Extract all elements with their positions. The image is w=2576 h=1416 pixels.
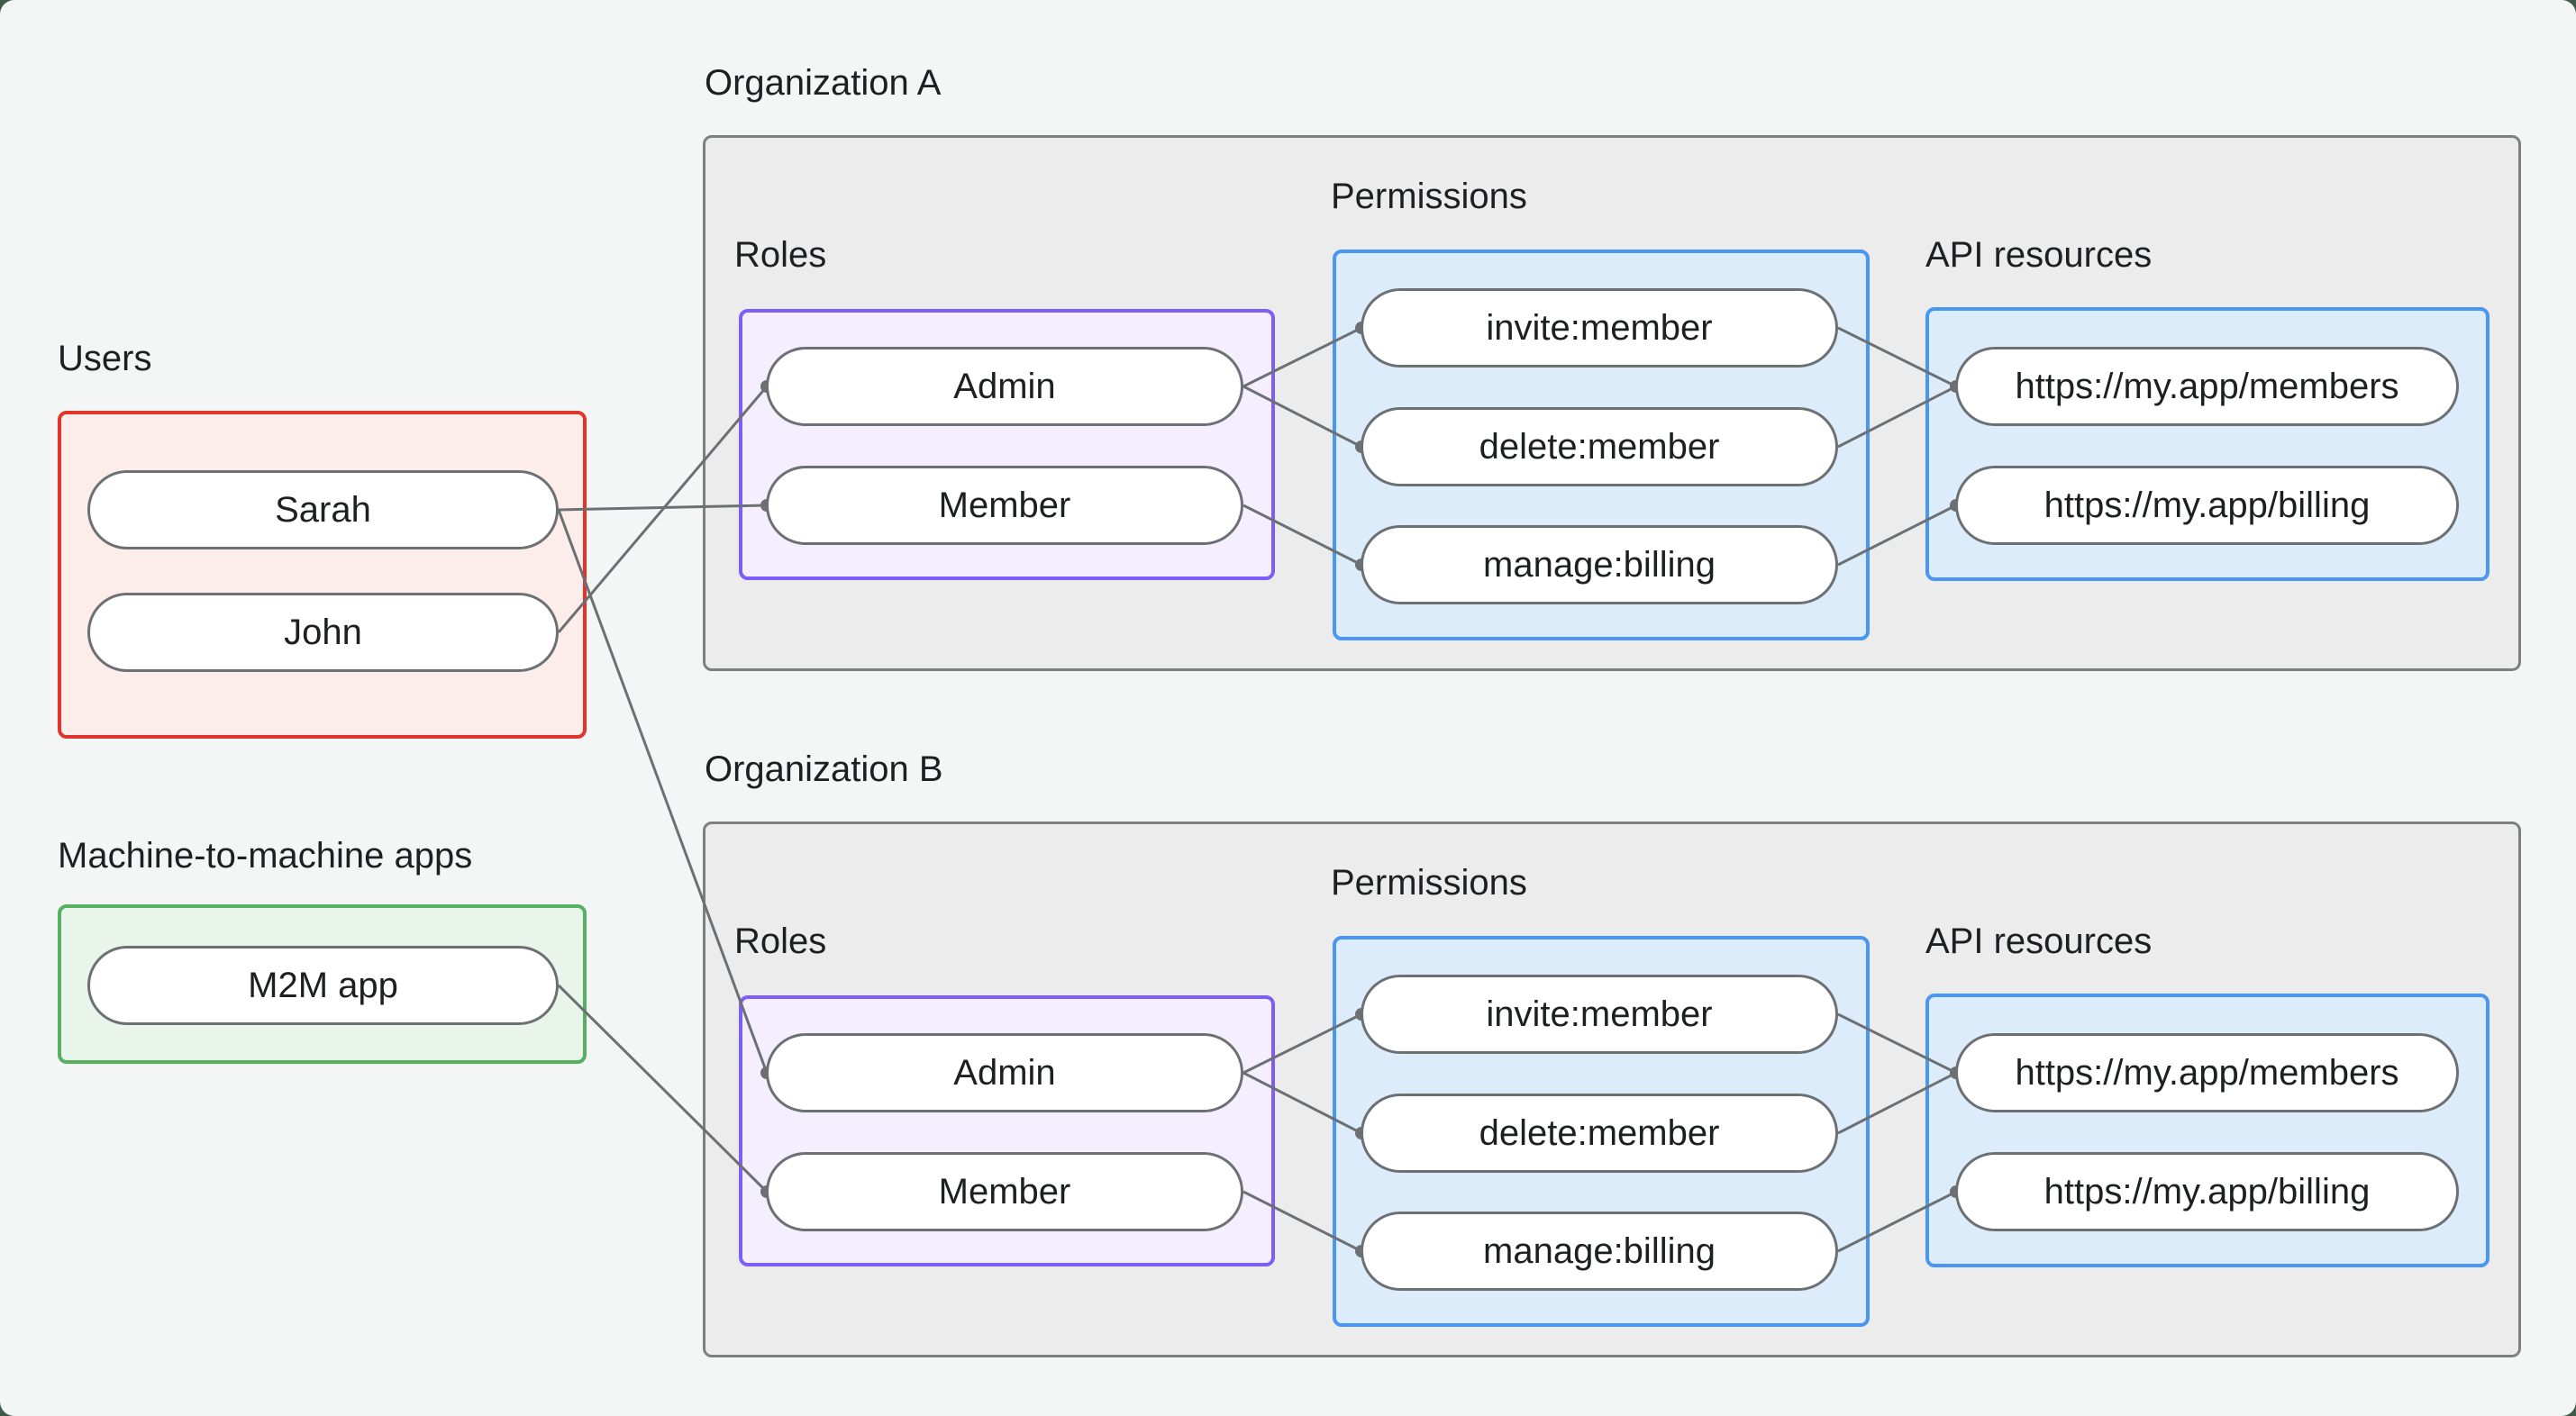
edge-orgb-manage-to-billing [1837,1190,1957,1253]
users-group-label: Users [58,339,152,378]
edge-orgb-admin-to-delete [1242,1071,1362,1135]
org-b-title: Organization B [705,749,943,789]
org-b-node-admin: Admin [766,1033,1243,1112]
org-a-node-invite-member: invite:member [1361,288,1838,368]
org-b-node-manage-billing: manage:billing [1361,1212,1838,1291]
org-a-node-billing-api: https://my.app/billing [1955,466,2459,545]
org-a-permissions-label: Permissions [1331,177,1527,216]
org-b-permissions-label: Permissions [1331,863,1527,903]
org-b-node-delete-member: delete:member [1361,1094,1838,1173]
org-b-roles-label: Roles [734,921,827,961]
org-a-node-manage-billing: manage:billing [1361,525,1838,604]
org-a-node-delete-member: delete:member [1361,407,1838,486]
org-b-api-resources-label: API resources [1925,921,2153,961]
edge-orgb-invite-to-members [1837,1012,1957,1075]
org-b-node-member: Member [766,1152,1243,1231]
org-a-roles-label: Roles [734,235,827,275]
node-user-john: John [87,593,559,672]
edge-sarah-to-orgb-admin [557,509,769,1074]
edge-orga-member-to-manage [1242,504,1362,567]
edge-orga-manage-to-billing [1837,504,1957,567]
node-user-sarah: Sarah [87,470,559,549]
org-b-node-billing-api: https://my.app/billing [1955,1152,2459,1231]
edge-m2m-to-orgb-member [557,984,769,1194]
edge-orga-admin-to-delete [1242,385,1362,449]
edge-orgb-member-to-manage [1242,1190,1362,1253]
org-a-api-resources-label: API resources [1925,235,2153,275]
org-a-title: Organization A [705,63,942,103]
org-a-node-members-api: https://my.app/members [1955,347,2459,426]
edge-orgb-delete-to-members [1837,1071,1957,1135]
edge-orga-admin-to-invite [1242,326,1362,388]
org-a-node-member: Member [766,466,1243,545]
org-a-node-admin: Admin [766,347,1243,426]
edge-orgb-admin-to-invite [1242,1012,1362,1075]
node-m2m-app: M2M app [87,946,559,1025]
org-b-node-members-api: https://my.app/members [1955,1033,2459,1112]
edge-john-to-orga-admin [557,386,769,633]
edge-orga-invite-to-members [1837,326,1957,388]
users-group-box [58,411,587,739]
edge-orga-delete-to-members [1837,385,1957,449]
m2m-group-label: Machine-to-machine apps [58,836,473,876]
org-b-node-invite-member: invite:member [1361,975,1838,1054]
